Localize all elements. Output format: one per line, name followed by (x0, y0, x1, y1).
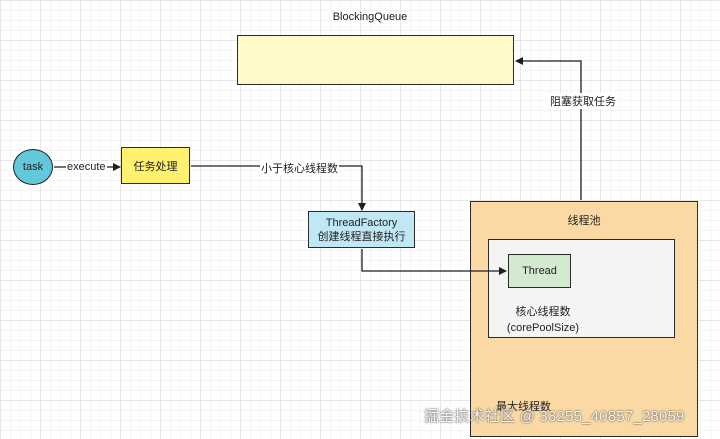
block-fetch-edge-label: 阻塞获取任务 (549, 93, 617, 109)
thread-factory-box: ThreadFactory 创建线程直接执行 (308, 211, 415, 248)
thread-pool-title: 线程池 (567, 215, 601, 227)
core-threads-label: 核心线程数 (corePoolSize) (488, 304, 598, 336)
thread-factory-label-line1: ThreadFactory (325, 216, 398, 229)
process-to-factory-arrow (191, 165, 366, 211)
pool-to-queue-arrow (515, 57, 582, 200)
core-threads-label-line1: 核心线程数 (515, 306, 571, 318)
blocking-queue-title: BlockingQueue (332, 11, 408, 23)
task-node: task (13, 149, 53, 185)
task-processing-box: 任务处理 (121, 147, 190, 184)
thread-box: Thread (508, 254, 571, 288)
less-than-core-edge-label: 小于核心线程数 (260, 160, 339, 176)
watermark: 掘金技术社区 @ 33255_40857_28059 (424, 408, 685, 425)
blocking-queue-box (237, 35, 514, 85)
max-threads-label: 最大线程数 (496, 401, 551, 413)
thread-factory-label-line2: 创建线程直接执行 (317, 230, 406, 243)
core-threads-label-line2: (corePoolSize) (506, 322, 580, 334)
factory-to-thread-arrow (361, 249, 507, 275)
execute-edge-label: execute (66, 161, 107, 173)
